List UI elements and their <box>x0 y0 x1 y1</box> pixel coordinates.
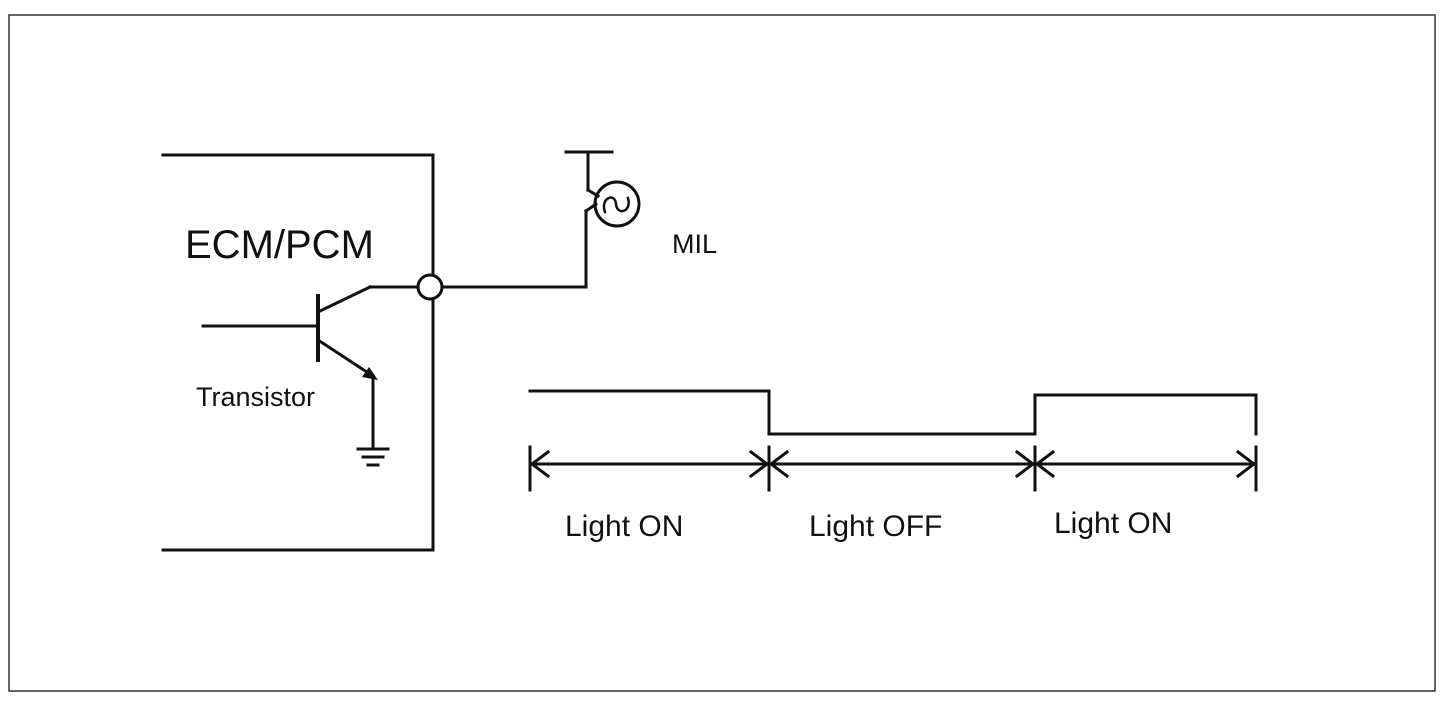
mil-wire <box>440 209 588 289</box>
transistor-symbol <box>201 284 378 450</box>
interval-boundaries <box>528 445 1258 492</box>
mil-label: MIL <box>672 229 717 259</box>
transistor-label: Transistor <box>196 382 315 412</box>
module-label: ECM/PCM <box>185 223 374 267</box>
terminal-connector <box>416 273 444 301</box>
mil-bulb-icon <box>564 150 641 228</box>
interval-label: Light OFF <box>809 510 942 543</box>
ecm-module-box <box>161 153 435 552</box>
ground-icon <box>356 447 390 467</box>
interval-label: Light ON <box>565 510 683 543</box>
diagram-frame <box>8 14 1436 692</box>
interval-arrows <box>528 449 1258 479</box>
interval-label: Light ON <box>1054 507 1172 540</box>
timing-waveform <box>528 389 1258 436</box>
